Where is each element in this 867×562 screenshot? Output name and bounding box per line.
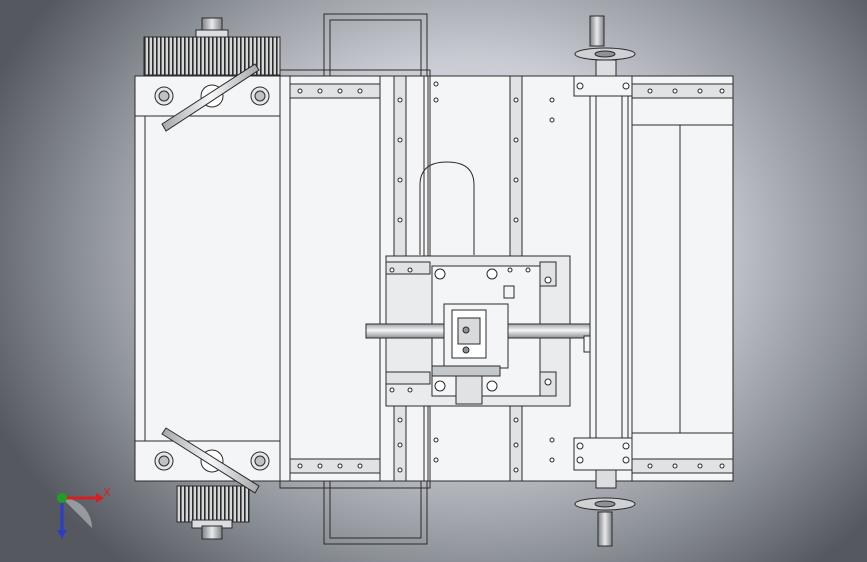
left-horizontal-rails bbox=[289, 83, 381, 474]
right-shaft-assembly bbox=[573, 15, 636, 547]
slot-cutout bbox=[419, 161, 475, 255]
right-horizontal-rails bbox=[631, 83, 734, 474]
bottom-clamp bbox=[154, 427, 270, 494]
y-axis-label: Y bbox=[59, 529, 66, 542]
x-axis-label: X bbox=[103, 486, 111, 499]
center-fixture bbox=[431, 285, 591, 405]
top-clamp bbox=[154, 63, 270, 132]
bottom-gear bbox=[176, 485, 250, 540]
coordinate-triad bbox=[57, 493, 104, 538]
top-gear bbox=[143, 17, 281, 76]
